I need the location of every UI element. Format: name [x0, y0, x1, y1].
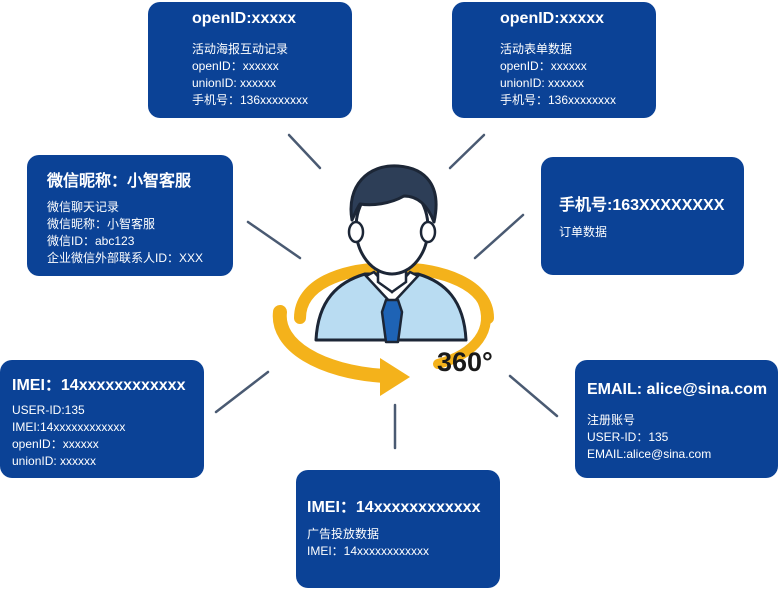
- card-line: 微信昵称：小智客服: [47, 217, 156, 231]
- badge-360: 360°: [437, 347, 493, 377]
- card-lines: 广告投放数据 IMEI：14xxxxxxxxxxxx: [307, 526, 429, 560]
- card-lines: 订单数据: [559, 224, 607, 241]
- card-line: 活动表单数据: [500, 42, 573, 56]
- card-top-right: openID:xxxxx 活动表单数据 openID：xxxxxx unionI…: [452, 2, 656, 118]
- card-mid-left: 微信昵称：小智客服 微信聊天记录 微信昵称：小智客服 微信ID：abc123 企…: [27, 155, 233, 276]
- card-line: 微信ID：abc123: [47, 234, 135, 248]
- card-top-left: openID:xxxxx 活动海报互动记录 openID：xxxxxx unio…: [148, 2, 352, 118]
- card-right: EMAIL: alice@sina.com 注册账号 USER-ID：135 E…: [575, 360, 778, 478]
- orbit-right-arc: [433, 295, 491, 369]
- card-lines: 活动表单数据 openID：xxxxxx unionID: xxxxxx 手机号…: [500, 41, 616, 109]
- card-line: openID：xxxxxx: [192, 59, 279, 73]
- connector-mid-left: [246, 220, 302, 260]
- card-mid-right: 手机号:163XXXXXXXX 订单数据: [541, 157, 744, 275]
- card-line: openID：xxxxxx: [500, 59, 587, 73]
- card-line: IMEI：14xxxxxxxxxxxx: [307, 544, 430, 558]
- card-left: IMEI：14xxxxxxxxxxxx USER-ID:135 IMEI:14x…: [0, 360, 204, 478]
- connector-left: [214, 370, 270, 414]
- card-line: USER-ID:135: [12, 403, 85, 417]
- card-line: unionID: xxxxxx: [12, 454, 97, 468]
- card-line: 企业微信外部联系人ID：XXX: [47, 251, 204, 265]
- connector-top-right: [448, 133, 486, 170]
- connector-mid-right: [473, 213, 525, 260]
- card-line: 广告投放数据: [307, 527, 380, 541]
- person-icon: [314, 164, 468, 344]
- card-title: IMEI：14xxxxxxxxxxxx: [307, 499, 481, 516]
- card-lines: 注册账号 USER-ID：135 EMAIL:alice@sina.com: [587, 412, 711, 463]
- card-line: 订单数据: [559, 225, 608, 239]
- card-line: EMAIL:alice@sina.com: [587, 447, 712, 461]
- orbit-front-arc: [272, 305, 392, 383]
- card-line: 活动海报互动记录: [192, 42, 289, 56]
- card-line: 微信聊天记录: [47, 200, 120, 214]
- card-title: 微信昵称：小智客服: [47, 173, 192, 190]
- card-bottom: IMEI：14xxxxxxxxxxxx 广告投放数据 IMEI：14xxxxxx…: [296, 470, 500, 588]
- card-line: USER-ID：135: [587, 430, 669, 444]
- card-line: 手机号：136xxxxxxxx: [192, 93, 309, 107]
- card-title: IMEI：14xxxxxxxxxxxx: [12, 377, 186, 394]
- card-line: 手机号：136xxxxxxxx: [500, 93, 617, 107]
- card-line: IMEI:14xxxxxxxxxxxx: [12, 420, 126, 434]
- connector-right: [508, 374, 559, 418]
- card-lines: 活动海报互动记录 openID：xxxxxx unionID: xxxxxx 手…: [192, 41, 308, 109]
- card-line: unionID: xxxxxx: [500, 76, 585, 90]
- card-title: EMAIL: alice@sina.com: [587, 381, 768, 398]
- card-title: openID:xxxxx: [192, 10, 297, 27]
- card-title: 手机号:163XXXXXXXX: [559, 197, 725, 214]
- card-lines: 微信聊天记录 微信昵称：小智客服 微信ID：abc123 企业微信外部联系人ID…: [47, 199, 203, 267]
- connector-top-left: [287, 133, 322, 170]
- orbit-arrowhead: [380, 358, 410, 396]
- card-line: 注册账号: [587, 413, 636, 427]
- card-lines: USER-ID:135 IMEI:14xxxxxxxxxxxx openID：x…: [12, 402, 125, 470]
- card-line: unionID: xxxxxx: [192, 76, 277, 90]
- card-title: openID:xxxxx: [500, 10, 605, 27]
- card-line: openID：xxxxxx: [12, 437, 99, 451]
